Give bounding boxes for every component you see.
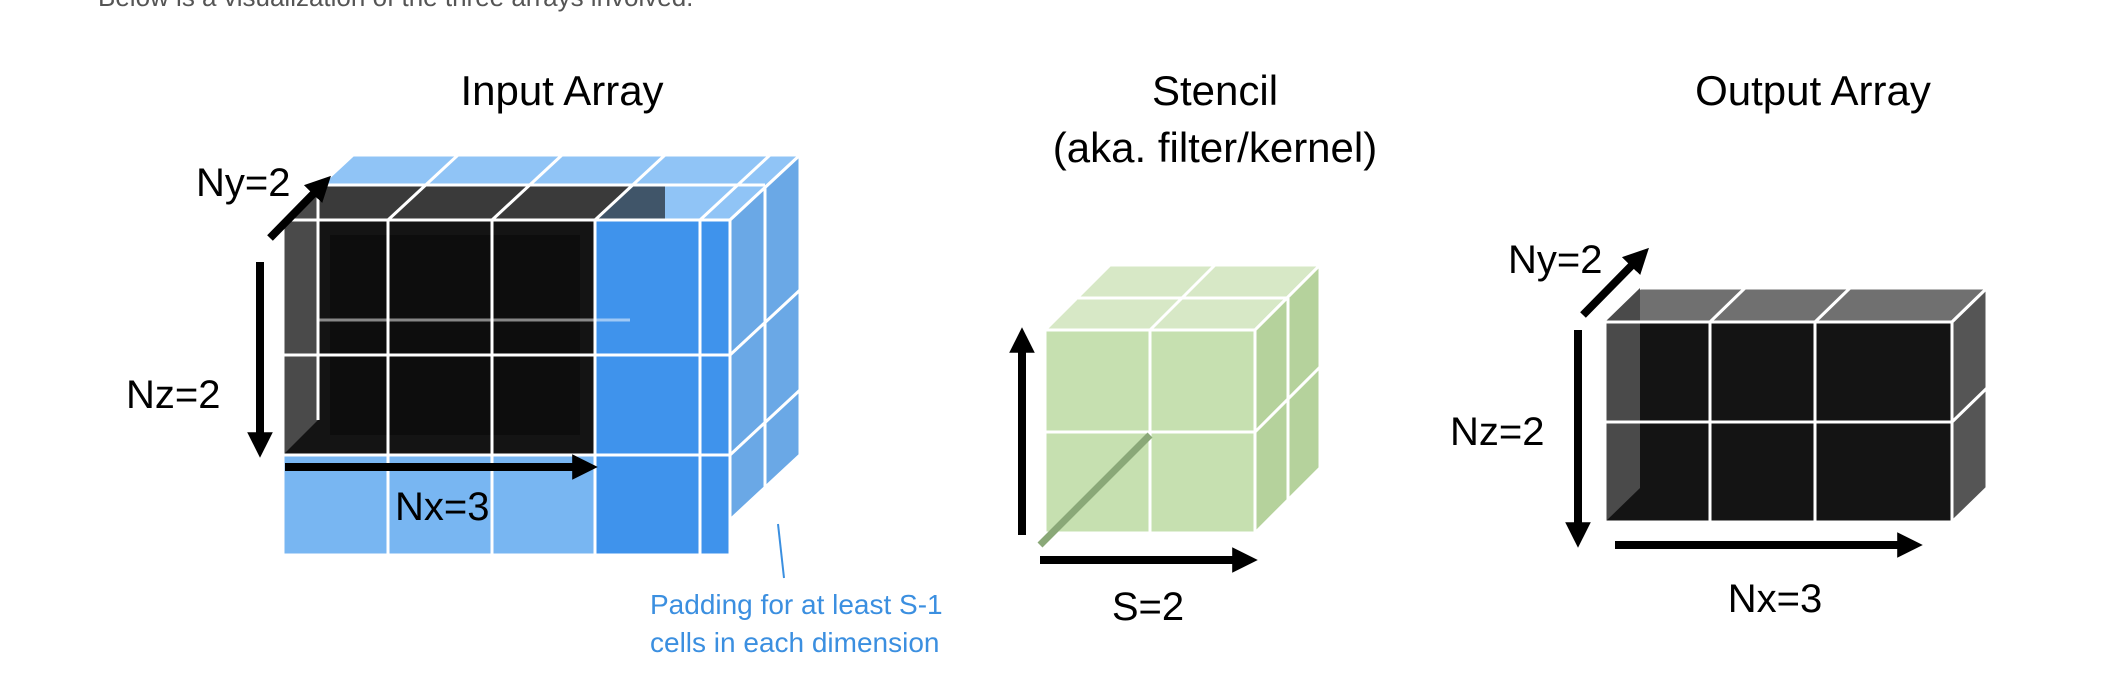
intro-text: Below is a visualization of the three ar… [98,0,693,13]
input-nx-label: Nx=3 [395,485,490,529]
stencil: Stencil (aka. filter/kernel) S=2 [1009,67,1377,629]
input-nz-label: Nz=2 [126,373,221,417]
stencil-title-line1: Stencil [1152,67,1278,114]
output-array: Output Array Ny=2 Nz=2 Nx=3 [1450,67,1991,621]
input-ny-label: Ny=2 [196,161,291,205]
input-array-cube [279,151,804,557]
output-nx-label: Nx=3 [1728,577,1823,621]
stencil-cube [1037,261,1324,548]
output-array-cube [1601,284,1991,526]
stencil-title-line2: (aka. filter/kernel) [1053,124,1377,171]
output-ny-label: Ny=2 [1508,238,1603,282]
output-nz-label: Nz=2 [1450,410,1545,454]
padding-callout-line [777,523,785,579]
input-ny-arrow [267,175,331,241]
output-ny-arrow [1580,247,1649,318]
output-array-title: Output Array [1695,67,1931,114]
padding-note-line2: cells in each dimension [650,627,940,658]
input-array-title: Input Array [460,67,663,114]
stencil-s-label: S=2 [1112,585,1184,629]
padding-note-line1: Padding for at least S-1 [650,589,943,620]
input-array: Input Array [126,67,943,658]
